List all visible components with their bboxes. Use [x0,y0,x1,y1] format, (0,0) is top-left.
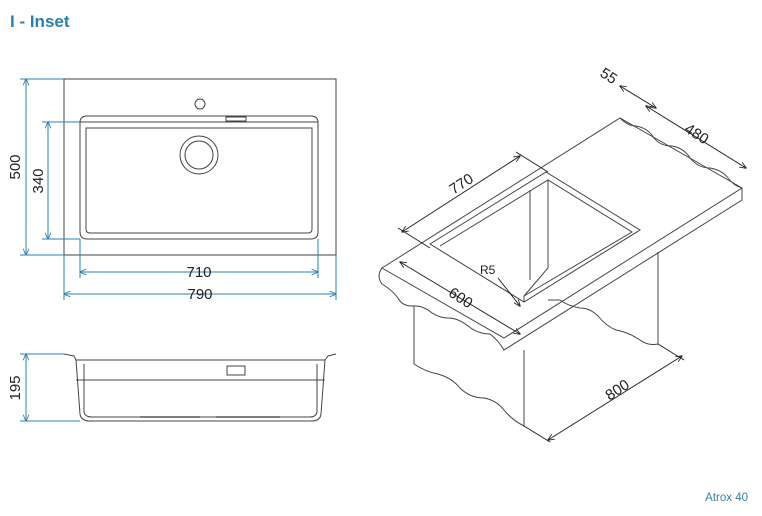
dim-600-line [400,262,520,334]
cabinet-left-panel [413,306,525,427]
bowl-inner-outline [85,127,313,234]
drain-outer [179,135,219,175]
dim-r5-label: R5 [480,263,496,277]
side-view: 195 [7,353,337,422]
bowl-rim [79,115,319,123]
iso-view: 770 600 R5 55 480 800 [378,65,746,443]
side-view-inner [83,364,318,418]
iso-bowl-rim [439,179,633,297]
page-title: I - Inset [10,12,70,31]
iso-bowl-back-corner [523,180,549,297]
countertop-top [381,117,743,339]
dim-770-ext-right [515,151,549,173]
dim-790-label: 790 [187,286,212,303]
side-view-outline [63,353,337,422]
dim-195-label: 195 [7,375,24,400]
dim-340-label: 340 [30,168,47,193]
dim-500-label: 500 [7,154,24,179]
overflow-slot [225,116,247,122]
dim-770-label: 770 [446,170,476,198]
dim-r5-leader [497,277,520,306]
tap-hole [194,98,206,110]
dim-600-label: 600 [445,284,475,312]
dim-710-label: 710 [186,264,211,281]
dim-55-line [620,86,656,108]
side-view-overflow [226,365,246,376]
dim-55-label: 55 [597,65,620,88]
bowl-outline [79,121,319,240]
dim-800-ext-left [523,425,551,443]
dim-770-line [402,156,520,232]
drain-inner [184,140,214,170]
dim-800-line [548,356,682,440]
dim-800-label: 800 [602,376,632,404]
top-view: 500 340 710 790 [7,79,336,303]
model-name: Atrox 40 [705,492,748,504]
top-view-outline [63,78,337,256]
cabinet-right-panel [548,252,659,345]
dim-480-line [646,106,746,168]
